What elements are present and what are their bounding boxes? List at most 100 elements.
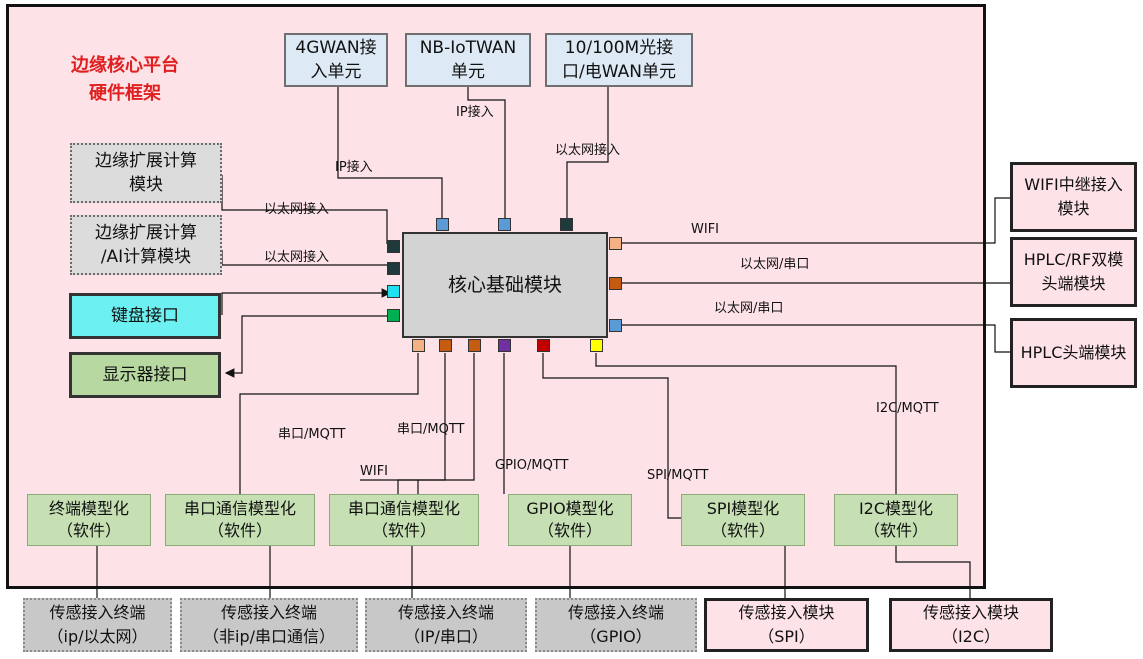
port-bottom-6 — [590, 339, 603, 352]
hplc-rf-line2: 头端模块 — [1041, 274, 1106, 293]
edge-compute-box-1: 边缘扩展计算模块 — [70, 143, 222, 203]
hplc-line1: HPLC头端模块 — [1020, 343, 1127, 362]
display-interface-label: 显示器接口 — [102, 365, 188, 385]
display-interface-box: 显示器接口 — [69, 352, 221, 398]
software-1-line2: （软件） — [56, 521, 121, 540]
port-bottom-1 — [412, 339, 425, 352]
label-wifi-bottom: WIFI — [360, 464, 388, 479]
sensor-terminal-serial-box: 传感接入终端（非ip/串口通信） — [180, 598, 358, 652]
line-4g-wan — [337, 87, 443, 218]
software-2-line2: （软件） — [207, 521, 272, 540]
sensor-2-line1: 传感接入终端 — [220, 603, 317, 622]
line-wifi-relay — [622, 197, 1010, 244]
sensor-6-line2: （I2C） — [941, 627, 1001, 646]
port-right-1 — [609, 237, 622, 250]
label-eth-access-2: 以太网接入 — [264, 250, 330, 265]
edge-compute-1-line1: 边缘扩展计算 — [95, 151, 197, 171]
hplc-rf-module-box: HPLC/RF双模头端模块 — [1010, 237, 1137, 307]
wan-optical-line1: 10/100M光接 — [564, 38, 674, 58]
wan-optical-line2: 口/电WAN单元 — [562, 62, 676, 82]
software-3-line1: 串口通信模型化 — [347, 499, 460, 518]
software-serial-model-box-2: 串口通信模型化 （软件） — [329, 494, 479, 546]
port-left-4 — [387, 309, 400, 322]
edge-compute-2-line1: 边缘扩展计算 — [95, 223, 197, 243]
edge-compute-box-2: 边缘扩展计算/AI计算模块 — [70, 215, 222, 275]
sensor-1-line1: 传感接入终端 — [49, 603, 146, 622]
label-wifi-right: WIFI — [691, 222, 719, 237]
keyboard-interface-box: 键盘接口 — [69, 293, 221, 339]
port-left-2 — [387, 262, 400, 275]
label-ip-access-2: IP接入 — [456, 105, 494, 120]
edge-compute-2-line2: /AI计算模块 — [100, 247, 192, 267]
port-left-1 — [387, 240, 400, 253]
core-module-label: 核心基础模块 — [447, 274, 562, 296]
port-top-3 — [560, 218, 573, 231]
software-6-line1: I2C模型化 — [858, 499, 934, 518]
software-i2c-model-box: I2C模型化 （软件） — [834, 494, 958, 546]
software-3-line2: （软件） — [371, 521, 436, 540]
software-4-line2: （软件） — [537, 521, 602, 540]
software-5-line1: SPI模型化 — [706, 499, 780, 518]
core-module-box: 核心基础模块 — [402, 232, 608, 338]
wan-4g-line2: 入单元 — [310, 62, 362, 82]
wan-nbiot-line1: NB-IoTWAN — [419, 38, 517, 58]
port-bottom-5 — [537, 339, 550, 352]
label-eth-serial-1: 以太网/串口 — [740, 257, 810, 272]
line-port-6-i2c — [595, 353, 897, 494]
wifi-relay-line1: WIFI中继接入 — [1024, 175, 1123, 194]
sensor-4-line1: 传感接入终端 — [567, 603, 664, 622]
port-bottom-3 — [468, 339, 481, 352]
sensor-1-line2: （ip/以太网） — [47, 627, 148, 646]
line-display — [224, 315, 390, 378]
wan-nbiot-box: NB-IoTWAN 单元 — [405, 33, 531, 87]
wan-nbiot-line2: 单元 — [450, 62, 485, 82]
sensor-6-line1: 传感接入模块 — [922, 603, 1019, 622]
keyboard-interface-label: 键盘接口 — [111, 306, 179, 326]
label-i2c-mqtt: I2C/MQTT — [876, 401, 939, 416]
line-port-3-serial — [397, 353, 475, 494]
sensor-terminal-ip-box: 传感接入终端 （ip/以太网） — [23, 598, 172, 652]
software-6-line2: （软件） — [863, 521, 928, 540]
wifi-relay-module-box: WIFI中继接入模块 — [1010, 162, 1137, 232]
label-gpio-mqtt: GPIO/MQTT — [495, 458, 569, 473]
line-edge-compute-1 — [221, 175, 388, 244]
label-eth-access-top: 以太网接入 — [555, 143, 621, 158]
line-edge-compute-2 — [221, 250, 390, 266]
wifi-relay-line2: 模块 — [1057, 199, 1090, 218]
label-spi-mqtt: SPI/MQTT — [647, 468, 709, 483]
line-port-5-spi — [542, 353, 681, 519]
software-gpio-model-box: GPIO模型化 （软件） — [508, 494, 632, 546]
label-serial-mqtt-2: 串口/MQTT — [397, 422, 465, 437]
port-bottom-4 — [498, 339, 511, 352]
hplc-module-box: HPLC头端模块 — [1010, 318, 1137, 388]
port-bottom-2 — [439, 339, 452, 352]
software-4-line1: GPIO模型化 — [526, 499, 614, 518]
platform-title-line1: 边缘核心平台 — [71, 55, 179, 76]
port-top-2 — [498, 218, 511, 231]
label-serial-mqtt-1: 串口/MQTT — [278, 427, 346, 442]
wan-optical-box: 10/100M光接口/电WAN单元 — [545, 33, 693, 87]
port-right-3 — [609, 319, 622, 332]
sensor-module-i2c-box: 传感接入模块 （I2C） — [889, 598, 1053, 652]
line-port-1-terminal — [239, 353, 419, 494]
sensor-3-line2: （IP/串口） — [404, 627, 488, 646]
wan-4g-box: 4GWAN接入单元 — [284, 33, 388, 87]
port-left-3 — [387, 285, 400, 298]
sensor-5-line2: （SPI） — [758, 627, 815, 646]
software-terminal-model-box: 终端模型化（软件） — [27, 494, 151, 546]
port-top-1 — [436, 218, 449, 231]
line-hplc — [622, 324, 1010, 353]
platform-title: 边缘核心平台 硬件框架 — [40, 52, 210, 108]
software-2-line1: 串口通信模型化 — [183, 499, 296, 518]
hplc-rf-line1: HPLC/RF双模 — [1023, 250, 1124, 269]
line-nbiot-wan — [467, 87, 506, 218]
software-5-line2: （软件） — [710, 521, 775, 540]
sensor-5-line1: 传感接入模块 — [738, 603, 835, 622]
line-keyboard — [221, 288, 392, 315]
sensor-terminal-ip-serial-box: 传感接入终端 （IP/串口） — [365, 598, 527, 652]
sensor-3-line1: 传感接入终端 — [397, 603, 494, 622]
sensor-terminal-gpio-box: 传感接入终端（GPIO） — [535, 598, 697, 652]
wan-4g-line1: 4GWAN接 — [295, 38, 377, 58]
label-eth-serial-2: 以太网/串口 — [714, 301, 784, 316]
